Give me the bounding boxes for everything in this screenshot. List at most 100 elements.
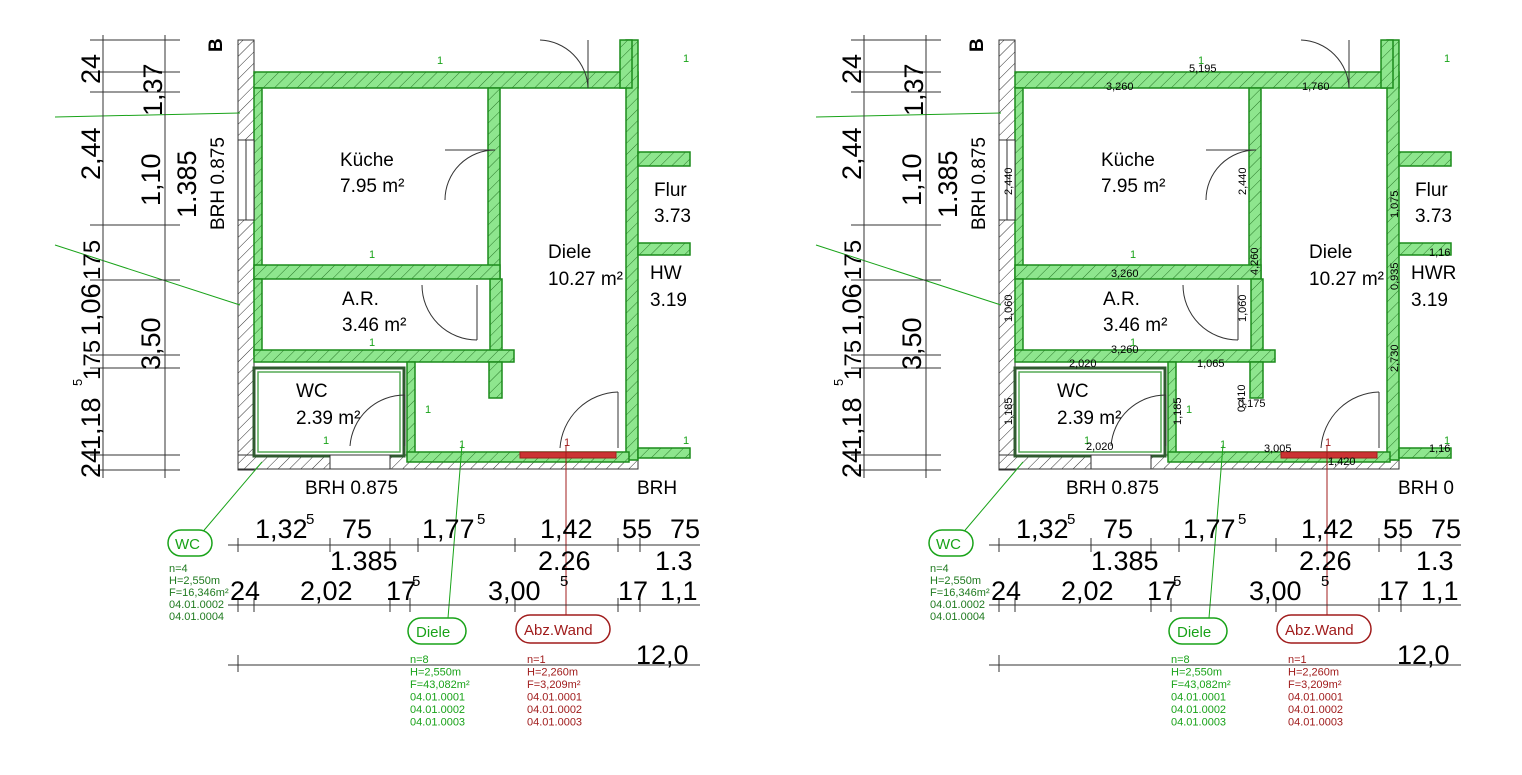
tag-wc-label: WC (936, 536, 961, 553)
hdim-row2-1: 2.26 (1299, 546, 1352, 576)
wall-top-right (619, 39, 633, 89)
door-kueche-arc (1205, 149, 1257, 201)
wall-length-bottom-mid: 3,005 (1264, 443, 1292, 455)
hdim-row1-3: 1,42 (540, 514, 593, 544)
wall-flur-top (637, 151, 691, 167)
leader-diele (1208, 444, 1224, 619)
hdim-row3-5: 1,1 (660, 576, 698, 606)
room-flur-area: 3.73 (654, 206, 691, 227)
door-top-arc (1300, 39, 1350, 89)
vdim-inner-118: 1,18 (837, 397, 867, 450)
tag-wc-label: WC (175, 536, 200, 553)
door-diele-arc (1320, 391, 1380, 449)
wall-count-marker-7: 1 (1444, 435, 1450, 447)
wall-length-ar-bottom: 3,260 (1111, 344, 1139, 356)
abz-wand-count: 1 (564, 437, 570, 449)
wall-length-stub-b: 0,175 (1238, 398, 1266, 410)
tag-abzwand-bubble (515, 614, 611, 644)
tag-abzwand-info-1: H=2,260m (1288, 667, 1339, 679)
hdim-row3-1: 2,02 (300, 576, 353, 606)
room-diele-area: 10.27 m² (548, 269, 623, 290)
walls (237, 39, 691, 471)
horizontal-dimensions (228, 538, 700, 672)
hdim-row1-sup-b: 5 (1238, 511, 1246, 528)
door-wc-arc (1110, 394, 1167, 447)
wall-count-marker-5: 1 (425, 404, 431, 416)
wall-ar-bottom (253, 349, 515, 363)
tag-diele-info-2: F=43,082m² (410, 679, 470, 691)
room-flur-name: Flur (654, 180, 687, 201)
door-ar-arc (1182, 284, 1239, 341)
room-wc-area: 2.39 m² (1057, 408, 1121, 429)
wall-length-kueche-right: 2,440 (1237, 167, 1249, 195)
leaders (54, 112, 567, 619)
tag-abzwand-info-4: 04.01.0002 (527, 704, 582, 716)
wall-count-marker-8: 1 (1444, 53, 1450, 65)
hdim-total: 12,0 (1397, 640, 1450, 670)
abz-wand-segment (519, 451, 617, 459)
wall-wc-right (406, 361, 416, 457)
vertical-dimensions (90, 35, 180, 478)
wall-count-marker-3: 1 (1130, 337, 1136, 349)
tag-diele-info-5: 04.01.0003 (410, 717, 465, 729)
tag-diele-info-1: H=2,550m (1171, 667, 1222, 679)
tag-abzwand-info-0: n=1 (527, 654, 546, 666)
wall-count-marker-4: 1 (1084, 435, 1090, 447)
vertical-dimensions (851, 35, 941, 478)
hdim-row3-sup-a: 5 (412, 573, 420, 590)
tag-diele-label: Diele (1177, 624, 1211, 641)
hdim-row3-5: 1,1 (1421, 576, 1459, 606)
vdim-outer-244: 2,44 (76, 127, 106, 180)
room-diele-name: Diele (548, 242, 591, 263)
tag-diele-info-3: 04.01.0001 (1171, 692, 1226, 704)
leader-2 (54, 244, 241, 306)
room-diele-area: 10.27 m² (1309, 269, 1384, 290)
vdim-outer-24-top: 24 (76, 54, 106, 84)
hdim-row3-sup-b: 5 (560, 573, 568, 590)
hdim-row1-4: 55 (1383, 514, 1413, 544)
hdim-row1-sup-a: 5 (1067, 511, 1075, 528)
hdim-row3-3: 3,00 (488, 576, 541, 606)
vdim-175-b: 175 (840, 340, 867, 380)
wall-count-marker-5: 1 (1186, 404, 1192, 416)
hdim-row1-0: 1,32 (1016, 514, 1069, 544)
wall-kueche-right (487, 87, 501, 279)
door-top-arc (539, 39, 589, 89)
wc-inner-outline (1018, 371, 1162, 453)
hdim-row2-1: 2.26 (538, 546, 591, 576)
hdim-row1-0: 1,32 (255, 514, 308, 544)
leader-wc (199, 461, 263, 536)
wall-ar-left (253, 278, 263, 356)
tag-abzwand-bubble (1276, 614, 1372, 644)
tag-diele-bubble (1168, 617, 1228, 645)
hdim-row1-sup-b: 5 (477, 511, 485, 528)
wall-count-marker-7: 1 (683, 435, 689, 447)
wall-length-wc-left: 1,185 (1003, 397, 1015, 425)
tag-abzwand-label: Abz.Wand (1285, 622, 1354, 639)
brh-bottom-label: BRH 0.875 (305, 478, 398, 499)
vdim-outer-24-bottom: 24 (76, 448, 106, 478)
walls (998, 39, 1452, 471)
wall-length-hwr-left-b: 2,730 (1389, 344, 1401, 372)
wall-flur-top (1398, 151, 1452, 167)
tag-wc-info-0: n=4 (169, 563, 188, 575)
hdim-row1-4: 55 (622, 514, 652, 544)
wall-length-flur-left: 1,075 (1389, 190, 1401, 218)
door-wc-arc (349, 394, 406, 447)
leader-1 (815, 112, 1002, 118)
room-kueche-name: Küche (1101, 150, 1155, 171)
tag-diele-info-4: 04.01.0002 (410, 704, 465, 716)
vdim-inner-118: 1,18 (76, 397, 106, 450)
wall-hwr-bottom (1398, 447, 1452, 459)
wall-hwr-top (637, 242, 691, 256)
vdim-mid-1385: 1.385 (172, 150, 202, 218)
hdim-row1-2: 1,77 (1183, 514, 1236, 544)
wall-length-wc-bottom: 2,020 (1086, 441, 1114, 453)
wall-hwr-bottom (637, 447, 691, 459)
wall-length-hwr-bottom: 1,16 (1429, 443, 1450, 455)
brh-right-label: BRH (637, 478, 677, 499)
hdim-row1-5: 75 (1431, 514, 1461, 544)
door-diele-arc (559, 391, 619, 449)
